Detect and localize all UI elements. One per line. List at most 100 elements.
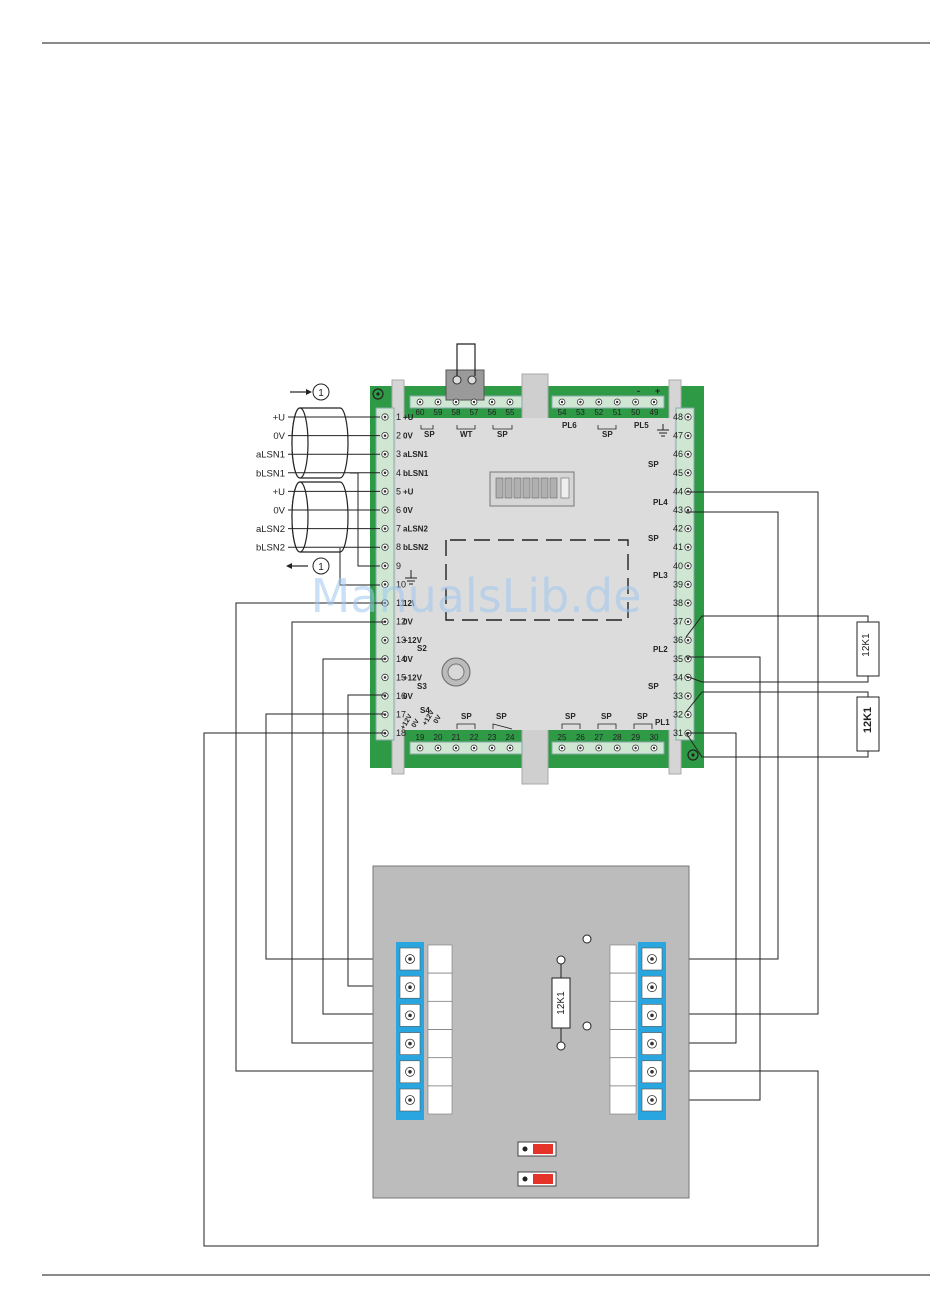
terminal-number: 40 [673,561,683,571]
terminal-housing [609,944,637,974]
top-label-sp1: SP [424,430,435,439]
terminal-number: 16 [396,691,406,701]
cable-label: +U [273,487,286,498]
terminal-number: 35 [673,654,683,664]
terminal-number: 30 [650,733,659,742]
wires [203,491,869,1247]
terminal-number: 13 [396,635,406,645]
terminal-number: 45 [673,468,683,478]
terminal-number: 43 [673,505,683,515]
terminal-number: 36 [673,635,683,645]
wire [322,658,410,1015]
terminal-number: 15 [396,672,406,682]
right-label-sp1: SP [648,460,659,469]
wire [652,656,761,1101]
right-label-pl4: PL4 [653,498,668,507]
top-label-minus: - [637,386,640,396]
terminal-signal: bLSN2 [403,543,429,552]
relay-label: 12K1 [556,991,567,1015]
terminal-number: 23 [488,733,497,742]
terminal-signal: 0V [403,618,413,627]
terminal-signal: +U [403,413,414,422]
bottom-label-sp5: SP [637,712,648,721]
terminal-signal: +12V [403,636,423,645]
terminal-number: 33 [673,691,683,701]
terminal-housing [427,1029,453,1058]
terminal-signal: 0V [403,692,413,701]
terminal-number: 39 [673,579,683,589]
resistor-label: 12K1 [861,633,872,657]
terminal-number: 29 [631,733,640,742]
terminal-number: 49 [650,408,659,417]
bottom-label-sp1: SP [461,712,472,721]
terminal-housing [609,972,637,1002]
terminal-number: 20 [434,733,443,742]
terminal-number: 32 [673,710,683,720]
terminal-number: 3 [396,449,401,459]
terminal-number: 46 [673,449,683,459]
marker-text: 1 [318,388,324,399]
marker-text: 1 [318,562,324,573]
terminal-signal: aLSN2 [403,525,428,534]
left-label-s4: S4 [420,706,430,715]
wire [652,732,737,1044]
wire [235,602,410,1072]
wire [685,691,869,713]
corner-screw-icon [372,388,384,400]
bottom-label-sp4: SP [601,712,612,721]
terminal-number: 34 [673,672,683,682]
marker-circle [312,383,330,401]
terminal-signal: 0V [403,506,413,515]
bottom-terminal-strip-left [409,741,523,755]
wire [685,675,869,683]
terminal-number: 47 [673,431,683,441]
left-label-s3: S3 [417,682,427,691]
terminal-number: 6 [396,505,401,515]
terminal-housing [427,1057,453,1087]
terminal-number: 44 [673,486,683,496]
right-label-pl2: PL2 [653,645,668,654]
s4-tilted-label: 0V [411,718,422,729]
terminal-number: 52 [594,408,603,417]
terminal-number: 26 [576,733,585,742]
terminal-housing [427,944,453,974]
top-terminal-strip-right [551,395,665,409]
terminal-number: 59 [434,408,443,417]
wire [291,621,410,1044]
wire [652,491,819,1015]
top-label-wt: WT [460,430,473,439]
terminal-number: 21 [452,733,461,742]
terminal-number: 8 [396,542,401,552]
terminal-number: 41 [673,542,683,552]
right-label-sp2: SP [648,534,659,543]
terminal-signal: bLSN1 [403,469,429,478]
terminal-number: 60 [416,408,425,417]
terminal-housing [427,972,453,1002]
terminal-housing [427,1085,453,1115]
cable-label: bLSN1 [256,468,285,479]
terminal-number: 18 [396,728,406,738]
terminal-signal: +U [403,487,414,496]
connector-block [445,369,485,401]
left-label-s2: S2 [417,644,427,653]
bottom-label-sp2: SP [496,712,507,721]
terminal-number: 58 [452,408,461,417]
terminal-housing [609,1085,637,1115]
resistor-label: 12K1 [862,707,874,733]
wire [685,732,869,758]
cable-label: 0V [273,506,285,517]
resistor [856,621,880,677]
terminal-number: 50 [631,408,640,417]
terminal-number: 42 [673,524,683,534]
wire [685,615,869,638]
ground-icon [657,424,669,437]
resistor [856,696,880,752]
terminal-housing [609,1057,637,1087]
right-label-pl3: PL3 [653,571,668,580]
